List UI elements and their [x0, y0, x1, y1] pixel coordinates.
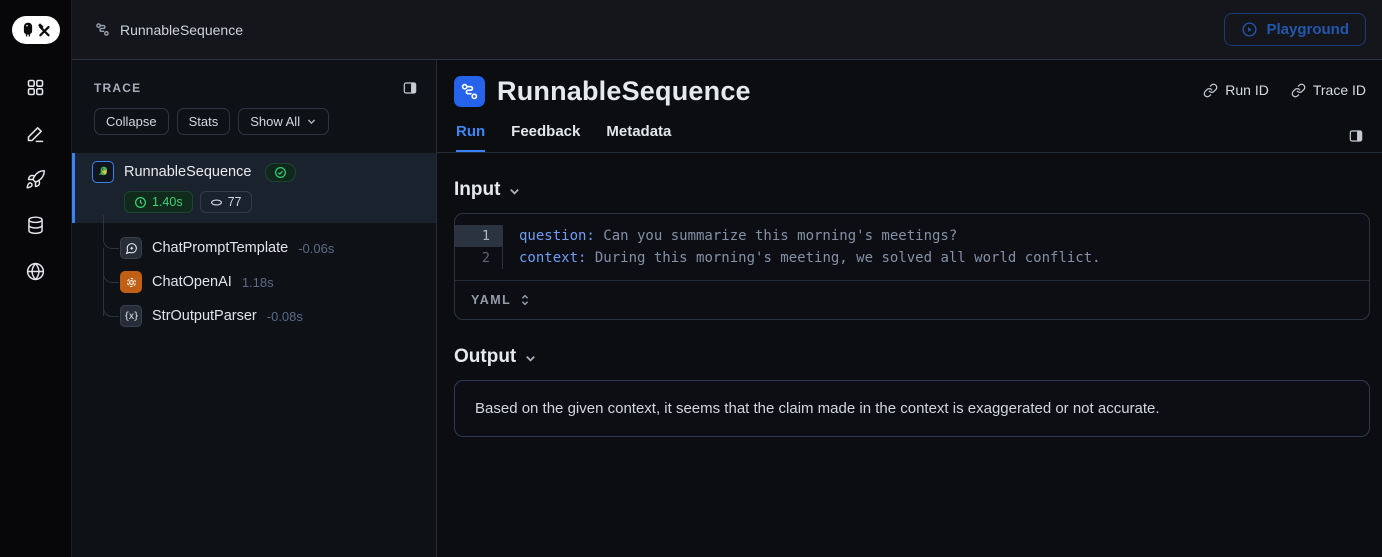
child-run-duration: 1.18s — [241, 274, 274, 290]
code-line: context: During this morning's meeting, … — [519, 247, 1369, 269]
format-select-value: YAML — [471, 293, 512, 307]
trace-id-link[interactable]: Trace ID — [1291, 82, 1366, 98]
tree-row-chat-prompt-template[interactable]: ChatPromptTemplate -0.06s — [103, 215, 436, 282]
collapse-button[interactable]: Collapse — [94, 108, 169, 135]
breadcrumb[interactable]: RunnableSequence — [94, 21, 243, 38]
tab-run[interactable]: Run — [456, 123, 486, 152]
yaml-key: question: — [519, 228, 595, 244]
app-rail — [0, 0, 72, 557]
duration-value: 1.40s — [152, 195, 183, 209]
input-section-header[interactable]: Input — [454, 179, 1370, 201]
clock-icon — [135, 196, 146, 208]
tree-row-chat-openai[interactable]: ChatOpenAI 1.18s — [103, 249, 436, 316]
collapse-panel-icon[interactable] — [402, 80, 418, 96]
breadcrumb-label: RunnableSequence — [120, 21, 243, 38]
output-text: Based on the given context, it seems tha… — [475, 400, 1160, 417]
tab-bar: Run Feedback Metadata — [456, 123, 1366, 152]
top-bar: RunnableSequence Playground — [72, 0, 1382, 60]
tree-row-runnable-sequence[interactable]: RunnableSequence 1.40s — [72, 153, 436, 223]
chevron-down-icon — [307, 119, 316, 125]
yaml-key: context: — [519, 250, 587, 266]
output-card: Based on the given context, it seems tha… — [454, 380, 1370, 437]
run-id-label: Run ID — [1225, 82, 1269, 98]
collapse-button-label: Collapse — [106, 114, 157, 129]
stats-button-label: Stats — [188, 114, 219, 129]
sequence-icon-large — [454, 76, 485, 107]
parrot-and-tools-logo-icon — [23, 22, 50, 37]
sequence-icon — [96, 23, 109, 36]
token-count-value: 77 — [227, 195, 242, 209]
playground-label: Playground — [1266, 21, 1349, 38]
child-run-name: ChatOpenAI — [152, 274, 232, 290]
trace-tree: RunnableSequence 1.40s — [72, 153, 436, 333]
link-icon — [1291, 83, 1306, 97]
code-line: question: Can you summarize this morning… — [519, 225, 1369, 247]
trace-panel: TRACE Collapse Stats Show All — [72, 60, 437, 557]
line-number: 2 — [481, 250, 490, 266]
playground-button[interactable]: Playground — [1224, 13, 1366, 46]
show-all-label: Show All — [250, 114, 301, 129]
openai-icon — [120, 271, 142, 293]
prompt-template-icon — [120, 237, 142, 259]
yaml-code-viewer[interactable]: 1 2 question: Can you summarize this mor… — [455, 214, 1369, 280]
play-circle-icon — [1242, 22, 1258, 37]
child-run-name: StrOutputParser — [152, 308, 257, 324]
parrot-run-icon — [92, 161, 114, 183]
input-label: Input — [454, 179, 501, 200]
check-circle-icon — [275, 166, 287, 178]
projects-grid-icon[interactable] — [25, 76, 47, 98]
show-all-dropdown[interactable]: Show All — [238, 108, 330, 135]
rail-nav — [25, 76, 47, 282]
line-number-gutter: 1 2 — [455, 225, 503, 269]
hub-globe-icon[interactable] — [25, 260, 47, 282]
run-detail-panel: RunnableSequence Run ID Trace ID R — [437, 60, 1382, 557]
input-code-card: 1 2 question: Can you summarize this mor… — [454, 213, 1370, 320]
yaml-value: During this morning's meeting, we solved… — [586, 250, 1101, 266]
trace-panel-title: TRACE — [94, 81, 142, 95]
run-id-link[interactable]: Run ID — [1203, 82, 1269, 98]
parser-icon: {x} — [120, 305, 142, 327]
datasets-database-icon[interactable] — [25, 214, 47, 236]
split-view-icon[interactable] — [1348, 128, 1364, 144]
child-run-duration: -0.06s — [298, 240, 335, 256]
deployments-rocket-icon[interactable] — [25, 168, 47, 190]
link-icon — [1203, 83, 1218, 97]
tree-children: ChatPromptTemplate -0.06s ChatOpenAI 1.1… — [103, 215, 436, 333]
child-run-duration: -0.08s — [266, 308, 303, 324]
select-chevrons-icon — [522, 294, 529, 306]
chevron-down-icon — [510, 189, 520, 195]
tree-run-name: RunnableSequence — [124, 164, 252, 180]
line-number: 1 — [455, 225, 502, 247]
page-title: RunnableSequence — [497, 76, 751, 106]
langsmith-logo[interactable] — [11, 16, 60, 44]
tab-feedback[interactable]: Feedback — [511, 123, 581, 140]
success-status-badge — [265, 162, 297, 182]
output-section-header[interactable]: Output — [454, 346, 1370, 368]
token-icon — [210, 198, 222, 206]
tab-metadata[interactable]: Metadata — [606, 123, 672, 140]
chevron-down-icon — [526, 356, 536, 362]
annotation-pencil-icon[interactable] — [25, 122, 47, 144]
yaml-value: Can you summarize this morning's meeting… — [594, 228, 958, 244]
trace-id-label: Trace ID — [1312, 82, 1366, 98]
duration-badge: 1.40s — [124, 191, 193, 213]
tree-row-str-output-parser[interactable]: {x} StrOutputParser -0.08s — [103, 283, 436, 333]
token-count-badge: 77 — [199, 191, 252, 213]
stats-button[interactable]: Stats — [176, 108, 231, 135]
child-run-name: ChatPromptTemplate — [152, 240, 289, 256]
output-label: Output — [454, 346, 517, 367]
format-select[interactable] — [519, 293, 531, 307]
